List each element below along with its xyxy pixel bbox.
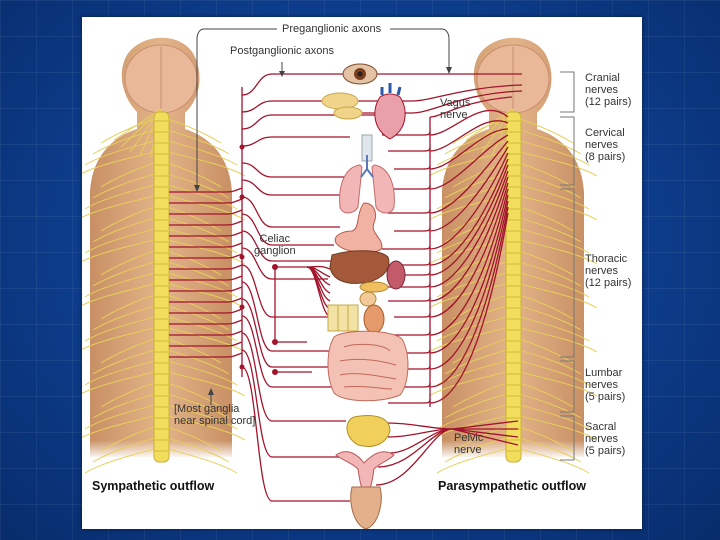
left-vertebrae — [154, 120, 168, 452]
preganglionic-arrow-right — [446, 67, 452, 74]
right-spinal-cord — [505, 111, 522, 463]
nerve-group-brackets — [560, 71, 575, 461]
ganglia — [239, 144, 278, 375]
lungs-organ — [339, 155, 395, 214]
bladder-organ — [346, 415, 391, 447]
reproductive-organ — [335, 451, 395, 494]
intestines-organ — [327, 330, 409, 402]
sympathetic-wiring — [169, 73, 380, 502]
slide-panel: Preganglionic axons Postganglionic axons… — [82, 17, 642, 529]
adrenal-kidney-organ — [327, 304, 385, 334]
preganglionic-axons-label: Preganglionic axons — [282, 23, 382, 35]
left-brain — [124, 44, 198, 114]
right-brain — [476, 44, 550, 114]
left-spinal-cord — [153, 111, 170, 463]
salivary-glands-organ — [321, 92, 363, 120]
parasympathetic-outflow-caption: Parasympathetic outflow — [438, 479, 586, 493]
spleen-organ — [386, 260, 406, 290]
heart-organ — [374, 83, 406, 140]
ganglia-arrow — [208, 388, 214, 395]
parasympathetic-wiring — [356, 73, 523, 486]
right-vertebrae — [506, 120, 520, 452]
preganglionic-arrow-left — [194, 185, 200, 192]
eye-organ — [342, 63, 378, 85]
sympathetic-outflow-caption: Sympathetic outflow — [92, 479, 215, 493]
postganglionic-arrow — [279, 71, 285, 77]
postganglionic-axons-label: Postganglionic axons — [230, 45, 334, 57]
liver-organ — [329, 250, 390, 284]
genitals-organ — [350, 486, 382, 529]
autonomic-nervous-system-diagram — [82, 28, 598, 529]
pancreas-gallbladder-organ — [359, 281, 389, 307]
